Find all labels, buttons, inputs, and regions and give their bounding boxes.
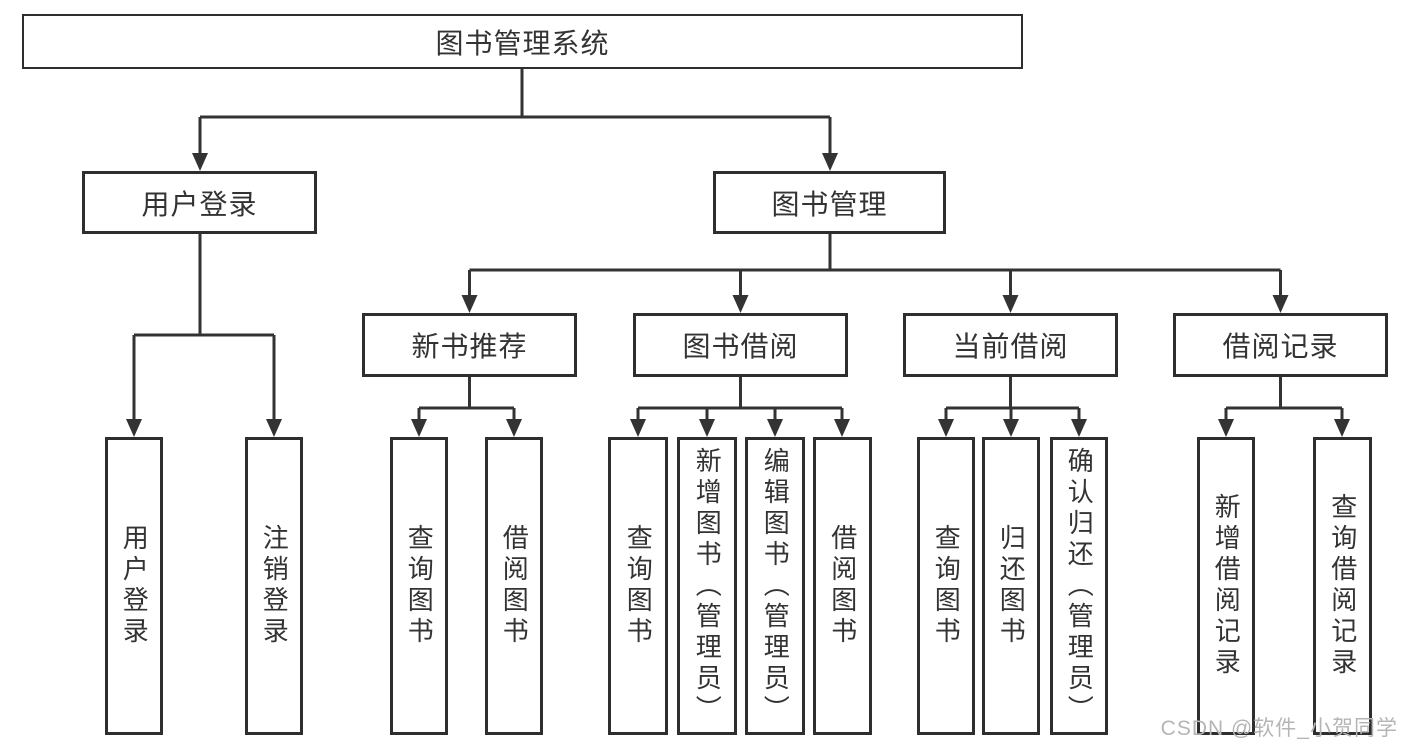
node-borrowing-records: 借阅记录 — [1173, 313, 1388, 377]
leaf-recommend-query-books: 查询图书 — [390, 437, 448, 735]
node-new-book-recommendation: 新书推荐 — [362, 313, 577, 377]
leaf-records-query-record: 查询借阅记录 — [1313, 437, 1372, 735]
leaf-current-confirm-return-admin: 确认归还（管理员） — [1050, 437, 1108, 735]
leaf-borrowing-add-books-admin: 新增图书（管理员） — [677, 437, 737, 735]
watermark: CSDN @软件_小贺同学 — [1160, 717, 1398, 740]
leaf-user-login: 用户登录 — [105, 437, 163, 735]
leaf-borrowing-edit-books-admin: 编辑图书（管理员） — [745, 437, 805, 735]
node-library-management-system: 图书管理系统 — [22, 14, 1023, 69]
leaf-current-return-books: 归还图书 — [982, 437, 1040, 735]
leaf-borrowing-borrow-books: 借阅图书 — [813, 437, 872, 735]
node-book-borrowing: 图书借阅 — [633, 313, 848, 377]
node-user-login: 用户登录 — [82, 171, 317, 234]
leaf-logout: 注销登录 — [245, 437, 303, 735]
leaf-recommend-borrow-books: 借阅图书 — [485, 437, 543, 735]
leaf-records-add-record: 新增借阅记录 — [1197, 437, 1255, 735]
leaf-borrowing-query-books: 查询图书 — [608, 437, 668, 735]
node-current-borrowing: 当前借阅 — [903, 313, 1118, 377]
node-book-management: 图书管理 — [713, 171, 946, 234]
leaf-current-query-books: 查询图书 — [917, 437, 975, 735]
